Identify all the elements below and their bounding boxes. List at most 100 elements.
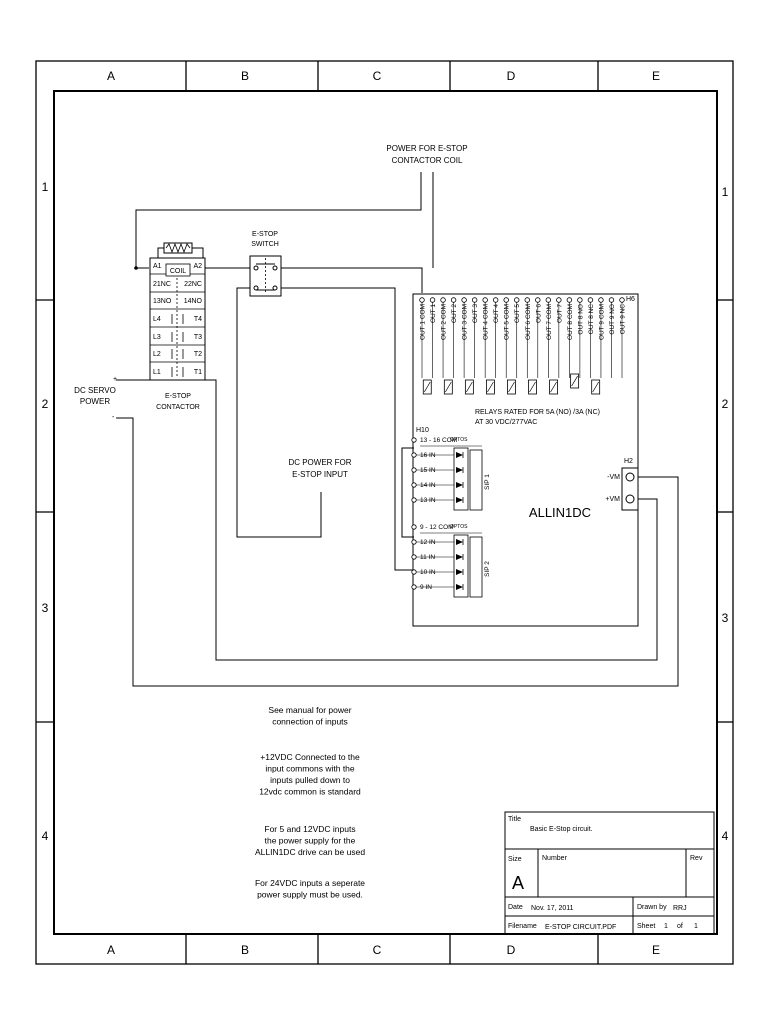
relay-terminal-screw [419, 297, 425, 303]
note-line: input commons with the [265, 764, 355, 774]
zone-row-1-left: 1 [42, 180, 49, 194]
zone-row-2-right: 2 [722, 397, 729, 411]
relay-terminal-label: OUT 3 COM [462, 304, 469, 340]
sheet-label: Sheet [637, 923, 655, 930]
drawn-by-label: Drawn by [637, 904, 667, 911]
relay-terminal-screw [524, 297, 530, 303]
zone-row-2-left: 2 [42, 397, 49, 411]
zone-col-e-top: E [652, 69, 660, 83]
estop-switch [249, 255, 282, 297]
relay-terminal-screw [566, 297, 573, 303]
relay-terminal-label: OUT 4 [493, 304, 500, 323]
estop-contactor [149, 257, 206, 381]
relay-terminal-label: OUT 3 [472, 304, 479, 323]
dc-input-label-line2: E-STOP INPUT [292, 470, 348, 479]
relay-terminal-screw [440, 297, 446, 303]
relay-terminal-label: OUT 2 COM [441, 304, 448, 340]
relay-contact [466, 381, 473, 393]
relay-rating-line2: AT 30 VDC/277VAC [475, 419, 537, 426]
input-terminal-screw [411, 482, 417, 488]
h10-header: H10 [416, 427, 429, 434]
relay-terminal-label: OUT 7 [556, 304, 563, 323]
board-name: ALLIN1DC [529, 505, 591, 520]
contactor-terminal-left: 13NO [153, 298, 172, 305]
input-terminal-label: 16 IN [420, 452, 436, 459]
relay-terminal-label: OUT 8 COM [567, 304, 574, 340]
date-label: Date [508, 904, 523, 911]
sip-label: SIP 2 [484, 561, 491, 577]
contactor-terminal-right: 14NO [184, 298, 203, 305]
relay-contact [571, 375, 578, 387]
zone-row-4-left: 4 [42, 829, 49, 843]
contactor-label-line1: E-STOP [165, 393, 191, 400]
wire-coil-power-upper [135, 172, 422, 269]
servo-plus-sign: + [113, 376, 117, 383]
power-coil-label-line1: POWER FOR E-STOP [386, 144, 467, 153]
note-line: the power supply for the [265, 836, 356, 846]
contactor-terminal-right: T1 [194, 369, 202, 376]
input-terminal-screw [411, 497, 417, 503]
input-terminal-screw [411, 569, 417, 575]
relay-terminal-label: OUT 4 COM [483, 304, 490, 340]
estop-switch-label-line2: SWITCH [251, 241, 279, 248]
servo-minus-sign: - [112, 414, 115, 421]
contactor-terminal-left: L3 [153, 334, 161, 341]
wiring [116, 172, 679, 687]
relay-contact [550, 381, 557, 393]
rev-label: Rev [690, 855, 703, 862]
contactor-terminal-left: L2 [153, 351, 161, 358]
servo-power-label-line1: DC SERVO [74, 386, 116, 395]
relay-terminal-label: OUT 1 COM [420, 304, 427, 340]
relay-terminal-label: OUT 2 [451, 304, 458, 323]
zone-row-3-right: 3 [722, 611, 729, 625]
input-terminal-label: 10 IN [420, 569, 436, 576]
date-value: Nov. 17, 2011 [531, 905, 574, 912]
relay-terminal-screw [503, 297, 509, 303]
opto-block [453, 534, 469, 598]
drawn-by-value: RRJ [673, 905, 687, 912]
sip-resistor [469, 536, 483, 598]
input-terminal-label: 15 IN [420, 467, 436, 474]
relay-terminal-label: OUT 9 NC [620, 304, 627, 335]
coil-label: COIL [170, 268, 186, 275]
relay-terminal-label: OUT 5 [514, 304, 521, 323]
contactor-label-line2: CONTACTOR [156, 404, 200, 411]
contactor-terminal-right: A2 [193, 263, 202, 270]
input-terminal-label: 13 - 16 COM [420, 437, 457, 444]
note-line: inputs pulled down to [270, 775, 350, 785]
filename-label: Filename [508, 923, 537, 930]
optos-label: OPTOS [450, 437, 468, 443]
title-label: Title [508, 816, 521, 823]
zone-row-4-right: 4 [722, 829, 729, 843]
input-terminal-screw [411, 437, 417, 443]
zone-col-a-bottom: A [107, 943, 115, 957]
relay-rating-line1: RELAYS RATED FOR 5A (NO) /3A (NC) [475, 409, 600, 416]
zone-col-b-bottom: B [241, 943, 249, 957]
input-terminal-screw [411, 452, 417, 458]
vm-minus-label: -VM [607, 474, 620, 481]
relay-terminal-screw [429, 297, 436, 303]
zone-col-a-top: A [107, 69, 115, 83]
contactor-terminal-right: T4 [194, 316, 202, 323]
contactor-terminal-left: L1 [153, 369, 161, 376]
relay-terminal-screw [482, 297, 488, 303]
opto-diode [456, 482, 463, 488]
sheet-number: 1 [664, 923, 668, 930]
opto-diode [456, 452, 463, 458]
note-line: ALLIN1DC drive can be used [255, 847, 365, 857]
note-line: power supply must be used. [257, 890, 363, 900]
relay-terminal-label: OUT 6 [535, 304, 542, 323]
relay-terminal-screw [598, 297, 604, 303]
input-terminal-screw [411, 467, 417, 473]
relay-terminal-label: OUT 8 NC [588, 304, 595, 335]
opto-diode [456, 497, 463, 503]
contactor-terminal-right: T2 [194, 351, 202, 358]
relay-terminal-label: OUT 6 COM [525, 304, 532, 340]
sip-label: SIP 1 [484, 474, 491, 490]
of-label: of [677, 923, 683, 930]
note-line: For 24VDC inputs a seperate [255, 878, 365, 888]
zone-row-3-left: 3 [42, 601, 49, 615]
